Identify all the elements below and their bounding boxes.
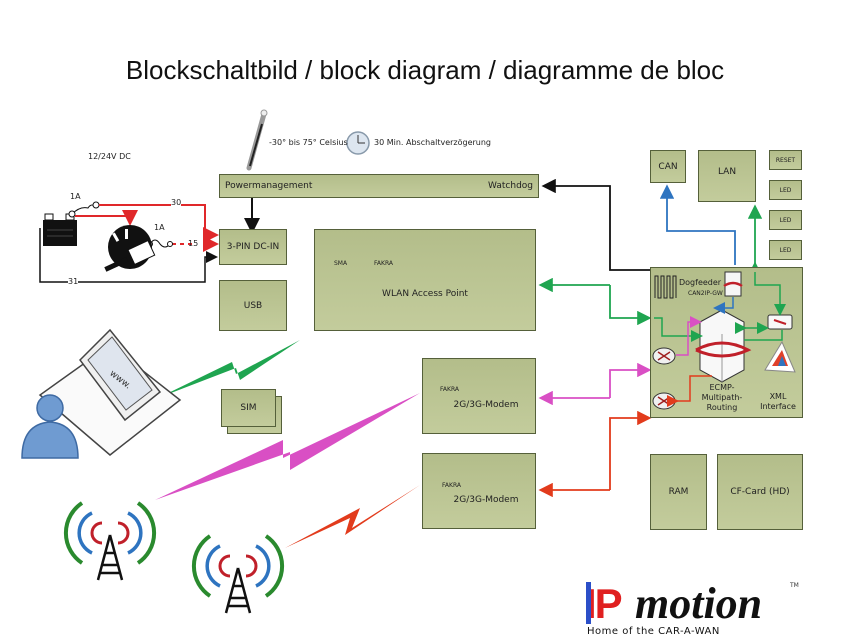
logo-motion: motion: [635, 579, 763, 628]
wire-15-label: 15: [188, 239, 199, 248]
sma-antenna-label: SMA: [334, 260, 348, 267]
clock-icon: [346, 131, 370, 155]
supply-voltage-label: 12/24V DC: [88, 152, 131, 161]
fuse2-label: 1A: [154, 223, 165, 232]
led-indicator-3: LED: [769, 240, 802, 260]
ecmp-routing-line2: Multipath-: [701, 393, 743, 402]
modem2-block: 2G/3G-Modem: [422, 453, 536, 529]
modem1-lightning-bolt: [155, 393, 420, 500]
ram-block: RAM: [650, 454, 707, 530]
ecmp-routing-label: ECMP- Multipath- Routing: [700, 383, 744, 413]
laptop-icon: www.: [38, 328, 182, 456]
thermometer-icon: [246, 109, 268, 171]
ignition-key-icon: [104, 225, 156, 272]
router-icon-1: [652, 347, 676, 365]
fakra-antenna-label: FAKRA: [374, 260, 393, 267]
can-link-arrow: [659, 184, 736, 265]
wlan-link-arrow: [609, 285, 652, 326]
dc-in-block: 3-PIN DC-IN: [219, 229, 287, 265]
watchdog-arrow: [541, 178, 650, 271]
cell-tower-icon: [191, 534, 285, 614]
cell-tower-icon: [63, 501, 157, 581]
can-block: CAN: [650, 150, 686, 183]
page-title: Blockschaltbild / block diagram / diagra…: [125, 55, 725, 85]
modem1-link-arrow: [609, 362, 652, 398]
reset-button[interactable]: RESET: [769, 150, 802, 170]
logo-tm: TM: [790, 582, 799, 589]
modem1-block: 2G/3G-Modem: [422, 358, 536, 434]
logo-ip: IP: [585, 580, 623, 627]
switch-icon: [767, 314, 793, 330]
temperature-label: -30° bis 75° Celsius: [269, 138, 348, 147]
xml-interface-icon: [764, 340, 796, 373]
fuse1-label: 1A: [70, 192, 81, 201]
modem1-label: 2G/3G-Modem: [453, 400, 519, 410]
usb-block: USB: [219, 280, 287, 331]
lan-block: LAN: [698, 150, 756, 202]
wlan-label: WLAN Access Point: [382, 289, 468, 299]
dogfeeder-label: Dogfeeder: [679, 278, 722, 287]
can2ip-gateway-label: CAN2IP-GW: [688, 290, 723, 297]
modem2-lightning-bolt: [285, 485, 420, 548]
watchdog-label: Watchdog: [488, 181, 533, 191]
wlan-access-point-block: WLAN Access Point: [314, 229, 536, 331]
wlan-lightning-bolt: [158, 340, 300, 398]
logo-tagline: Home of the CAR-A-WAN: [587, 626, 720, 637]
ecmp-routing-line1: ECMP-: [709, 383, 735, 392]
powermanagement-label: Powermanagement: [225, 181, 313, 191]
powermanagement-block: Powermanagement Watchdog: [219, 174, 539, 198]
modem2-antenna-label: FAKRA: [442, 482, 461, 489]
wire-30-label: 30: [171, 198, 182, 207]
ipmotion-logo: IP motion TM Home of the CAR-A-WAN: [585, 579, 805, 640]
led-indicator-1: LED: [769, 180, 802, 200]
wire-31-label: 31: [68, 277, 79, 286]
xml-line2: Interface: [760, 402, 796, 411]
modem2-label: 2G/3G-Modem: [453, 495, 519, 505]
routing-server-icon: [695, 309, 752, 383]
cf-card-block: CF-Card (HD): [717, 454, 803, 530]
xml-interface-label: XML Interface: [758, 392, 798, 412]
modem1-antenna-label: FAKRA: [440, 386, 459, 393]
logo-ip-bar: [586, 582, 591, 624]
router-icon-2: [652, 392, 676, 410]
shutdown-delay-label: 30 Min. Abschaltverzögerung: [374, 138, 491, 147]
can2ip-gateway-icon: [723, 271, 743, 297]
user-avatar-icon: [21, 394, 79, 459]
dogfeeder-icon: [654, 275, 677, 299]
battery-icon: [43, 213, 77, 246]
sim-block: SIM: [221, 389, 276, 427]
modem2-link-arrow: [609, 410, 652, 490]
xml-line1: XML: [769, 392, 787, 401]
led-indicator-2: LED: [769, 210, 802, 230]
ecmp-routing-line3: Routing: [706, 403, 738, 412]
